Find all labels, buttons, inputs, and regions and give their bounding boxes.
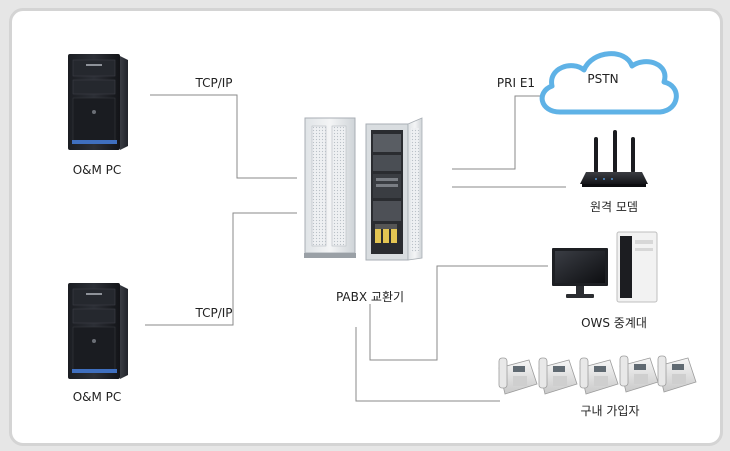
- pri-label: PRI E1: [496, 76, 536, 90]
- om-pc-top-label: O&M PC: [72, 163, 122, 177]
- pstn-cloud-icon: [539, 51, 679, 115]
- link-pabx-to-subscribers: [355, 327, 500, 402]
- link-pabx-to-ows: [369, 265, 548, 361]
- link-pabx-to-pstn: [452, 95, 542, 170]
- modem-router-icon: [580, 130, 648, 187]
- subscriber-phones-icon: [498, 355, 697, 395]
- link-pc-bottom-to-pabx: [145, 212, 297, 326]
- om-pc-top-icon: [68, 54, 128, 150]
- om-pc-bottom-icon: [68, 283, 128, 379]
- tcpip-bottom-label: TCP/IP: [195, 306, 233, 320]
- pstn-label: PSTN: [587, 72, 619, 86]
- pabx-rack-icon: [304, 117, 423, 261]
- pabx-label: PABX 교환기: [335, 290, 405, 304]
- om-pc-bottom-label: O&M PC: [72, 390, 122, 404]
- ows-workstation-icon: [552, 231, 658, 303]
- connection-lines: [145, 94, 566, 402]
- subscribers-label: 구내 가입자: [580, 404, 640, 418]
- modem-label: 원격 모뎀: [590, 200, 638, 214]
- ows-label: OWS 중계대: [581, 316, 647, 330]
- tcpip-top-label: TCP/IP: [195, 76, 233, 90]
- link-pc-top-to-pabx: [150, 94, 297, 179]
